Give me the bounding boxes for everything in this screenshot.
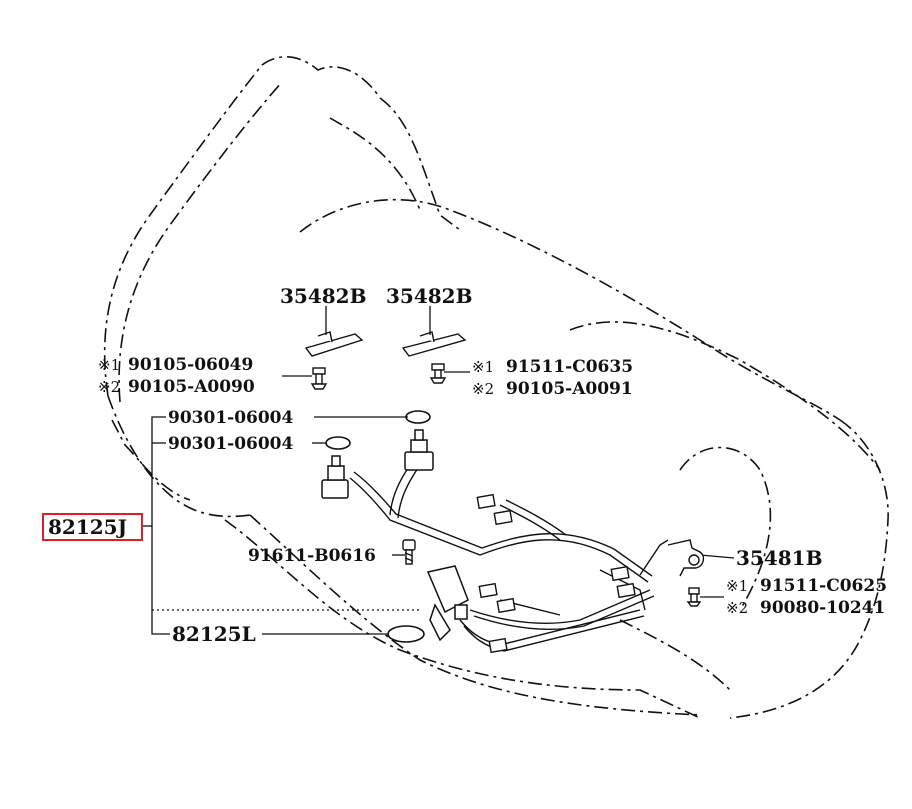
wire-harness — [349, 464, 669, 652]
transmission-case-outline — [103, 55, 889, 719]
oring-upper-icon — [405, 410, 431, 424]
oring-lower-icon — [325, 436, 351, 450]
label-bracket-right: 35482B — [386, 284, 472, 308]
marker-2-left: ※2 — [98, 378, 120, 396]
leader-lines — [142, 306, 735, 635]
sensor-right — [404, 429, 434, 471]
label-gasket: 82125L — [172, 622, 256, 646]
marker-1-clamp: ※1 — [726, 577, 748, 595]
label-bolt-left-1: 90105-06049 — [128, 355, 253, 375]
label-bolt-left-2: 90105-A0090 — [128, 377, 255, 397]
marker-1-left: ※1 — [98, 356, 120, 374]
marker-2-right: ※2 — [472, 380, 494, 398]
label-clip-bolt: 91611-B0616 — [248, 546, 376, 566]
bolt-right-icon — [429, 363, 447, 384]
label-clamp-right: 35481B — [736, 546, 822, 570]
highlight-box — [42, 513, 143, 541]
sensor-left — [321, 455, 349, 499]
marker-1-right: ※1 — [472, 358, 494, 376]
bracket-right-shape — [401, 331, 467, 357]
label-bolt-right-1: 91511-C0635 — [506, 357, 633, 377]
marker-2-clamp: ※2 — [726, 599, 748, 617]
gasket-icon — [387, 625, 425, 643]
bracket-left-shape — [304, 331, 364, 357]
bolt-left-icon — [310, 367, 328, 390]
label-bolt-right-2: 90105-A0091 — [506, 379, 633, 399]
label-oring-lower: 90301-06004 — [168, 434, 294, 454]
clip-bolt-icon — [402, 539, 416, 565]
clamp-right-shape — [667, 539, 705, 577]
harness-connectors — [476, 493, 636, 654]
label-oring-upper: 90301-06004 — [168, 408, 294, 428]
main-connector — [426, 565, 469, 642]
orings — [325, 410, 431, 643]
label-bracket-left: 35482B — [280, 284, 366, 308]
label-harness-main: 82125J — [48, 515, 127, 539]
label-bolt-clamp-1: 91511-C0625 — [760, 576, 887, 596]
bolt-clamp-icon — [686, 587, 702, 607]
label-bolt-clamp-2: 90080-10241 — [760, 598, 885, 618]
